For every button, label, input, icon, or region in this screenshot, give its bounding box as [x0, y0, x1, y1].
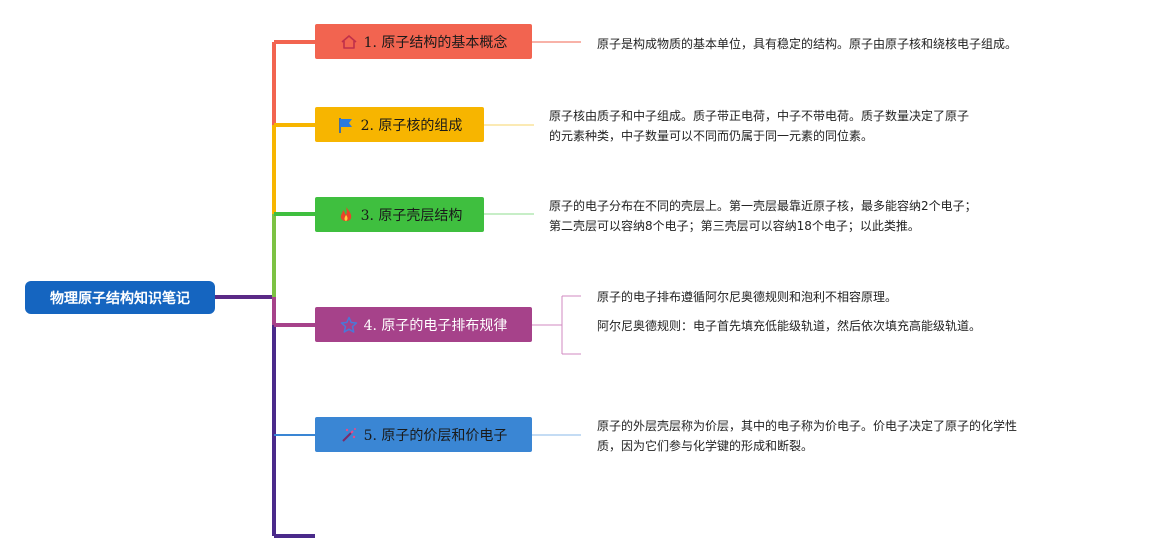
flag-icon: [337, 116, 355, 134]
note-topic-4-b: 阿尔尼奥德规则：电子首先填充低能级轨道，然后依次填充高能级轨道。: [597, 316, 981, 336]
topic-4[interactable]: 4. 原子的电子排布规律: [315, 307, 532, 342]
note-topic-5: 原子的外层壳层称为价层，其中的电子称为价电子。价电子决定了原子的化学性 质，因为…: [597, 416, 1017, 456]
topic-1[interactable]: 1. 原子结构的基本概念: [315, 24, 532, 59]
topic-1-label: 1. 原子结构的基本概念: [363, 34, 508, 51]
note-topic-4-b-text: 阿尔尼奥德规则：电子首先填充低能级轨道，然后依次填充高能级轨道。: [597, 319, 982, 333]
topic-5[interactable]: 5. 原子的价层和价电子: [315, 417, 532, 452]
magic-wand-icon: [340, 426, 358, 444]
topic-2[interactable]: 2. 原子核的组成: [315, 107, 484, 142]
note-topic-3-text: 原子的电子分布在不同的壳层上。第一壳层最靠近原子核，最多能容纳2个电子； 第二壳…: [549, 199, 977, 233]
leaf-connector-4: [532, 295, 581, 355]
note-topic-1: 原子是构成物质的基本单位，具有稳定的结构。原子由原子核和绕核电子组成。: [597, 34, 1017, 54]
note-topic-4-a: 原子的电子排布遵循阿尔尼奥德规则和泡利不相容原理。: [597, 287, 897, 307]
note-topic-2-text: 原子核由质子和中子组成。质子带正电荷，中子不带电荷。质子数量决定了原子 的元素种…: [549, 109, 970, 143]
topic-4-label: 4. 原子的电子排布规律: [363, 317, 508, 334]
note-topic-4-a-text: 原子的电子排布遵循阿尔尼奥德规则和泡利不相容原理。: [597, 290, 898, 304]
note-topic-2: 原子核由质子和中子组成。质子带正电荷，中子不带电荷。质子数量决定了原子 的元素种…: [549, 106, 969, 146]
topic-5-label: 5. 原子的价层和价电子: [363, 427, 508, 444]
home-icon: [340, 33, 358, 51]
topic-3[interactable]: 3. 原子壳层结构: [315, 197, 484, 232]
note-topic-1-text: 原子是构成物质的基本单位，具有稳定的结构。原子由原子核和绕核电子组成。: [597, 37, 1018, 51]
root-topic-label: 物理原子结构知识笔记: [50, 290, 190, 307]
star-icon: [340, 316, 358, 334]
topic-2-label: 2. 原子核的组成: [360, 117, 463, 134]
fire-icon: [337, 206, 355, 224]
topic-3-label: 3. 原子壳层结构: [360, 207, 463, 224]
note-topic-3: 原子的电子分布在不同的壳层上。第一壳层最靠近原子核，最多能容纳2个电子； 第二壳…: [549, 196, 977, 236]
root-topic[interactable]: 物理原子结构知识笔记: [25, 281, 215, 314]
note-topic-5-text: 原子的外层壳层称为价层，其中的电子称为价电子。价电子决定了原子的化学性 质，因为…: [597, 419, 1018, 453]
